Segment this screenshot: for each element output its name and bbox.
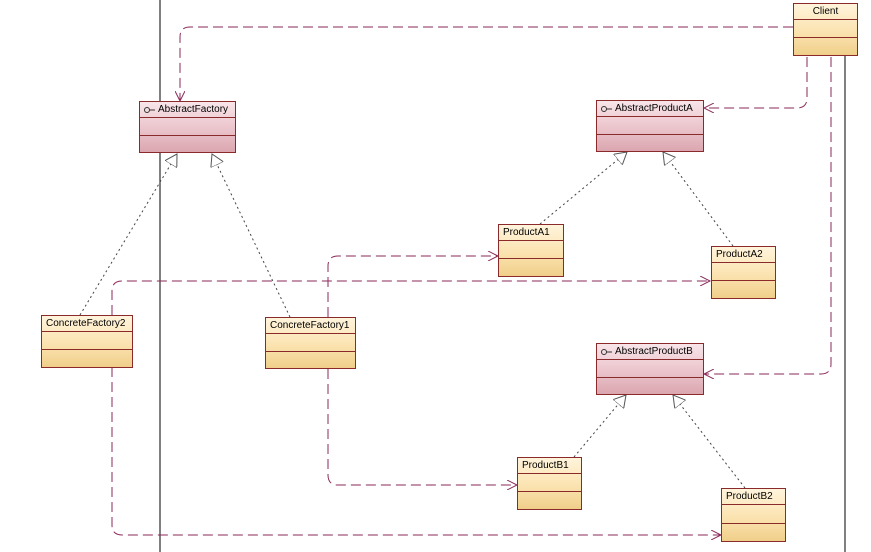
dependency-concretefactory1-to-producta1 <box>327 256 498 317</box>
realization-productb1-to-abstractproductb <box>573 395 626 458</box>
class-operations-productb2 <box>722 522 785 542</box>
class-abstractproducta[interactable]: AbstractProductA <box>596 100 704 152</box>
class-operations-abstractproducta <box>597 133 703 152</box>
class-attributes-concretefactory1 <box>266 334 355 351</box>
class-attributes-client <box>794 20 857 37</box>
class-productb1[interactable]: ProductB1 <box>517 457 582 510</box>
class-attributes-abstractfactory <box>140 118 235 135</box>
class-attributes-abstractproductb <box>597 360 703 377</box>
realization-productb2-to-abstractproductb <box>673 395 746 489</box>
class-abstractfactory[interactable]: AbstractFactory <box>139 101 236 153</box>
class-operations-concretefactory2 <box>42 349 132 367</box>
class-attributes-concretefactory2 <box>42 332 132 349</box>
dependency-concretefactory2-to-productb2 <box>111 367 721 535</box>
class-concretefactory1[interactable]: ConcreteFactory1 <box>265 317 356 369</box>
class-name-producta2: ProductA2 <box>712 247 775 263</box>
dependency-concretefactory2-to-producta2 <box>111 281 710 315</box>
class-operations-productb1 <box>518 491 581 509</box>
class-producta2[interactable]: ProductA2 <box>711 246 776 299</box>
realization-concretefactory2-to-abstractfactory <box>79 154 177 316</box>
class-attributes-productb1 <box>518 474 581 491</box>
class-attributes-producta2 <box>712 263 775 280</box>
dependency-client-to-abstractfactory <box>180 26 793 101</box>
interface-icon <box>144 106 155 114</box>
class-name-abstractfactory: AbstractFactory <box>158 104 229 115</box>
class-attributes-producta1 <box>499 241 563 258</box>
class-attributes-abstractproducta <box>597 117 703 134</box>
realization-producta2-to-abstractproducta <box>663 152 734 247</box>
dependency-concretefactory1-to-productb1 <box>327 369 517 485</box>
class-operations-abstractfactory <box>140 134 235 153</box>
interface-icon <box>601 105 612 113</box>
class-name-productb2: ProductB2 <box>722 489 785 505</box>
class-name-productb1: ProductB1 <box>518 458 581 474</box>
class-concretefactory2[interactable]: ConcreteFactory2 <box>41 315 133 368</box>
class-name-concretefactory1: ConcreteFactory1 <box>266 318 355 334</box>
class-productb2[interactable]: ProductB2 <box>721 488 786 542</box>
class-name-concretefactory2: ConcreteFactory2 <box>42 316 132 332</box>
realization-producta1-to-abstractproducta <box>539 152 627 225</box>
dependency-client-to-abstractproducta <box>704 57 808 108</box>
class-attributes-productb2 <box>722 505 785 523</box>
class-operations-producta1 <box>499 258 563 276</box>
class-name-client: Client <box>794 4 857 20</box>
class-producta1[interactable]: ProductA1 <box>498 224 564 277</box>
class-operations-concretefactory1 <box>266 350 355 369</box>
class-operations-abstractproductb <box>597 376 703 395</box>
class-operations-client <box>794 37 857 55</box>
class-name-producta1: ProductA1 <box>499 225 563 241</box>
interface-icon <box>601 348 612 356</box>
class-abstractproductb[interactable]: AbstractProductB <box>596 343 704 395</box>
class-name-abstractproducta: AbstractProductA <box>615 103 693 114</box>
class-operations-producta2 <box>712 280 775 298</box>
class-client[interactable]: Client <box>793 3 858 56</box>
dependency-client-to-abstractproductb <box>704 57 832 374</box>
class-name-abstractproductb: AbstractProductB <box>615 346 693 357</box>
realization-concretefactory1-to-abstractfactory <box>212 154 291 318</box>
